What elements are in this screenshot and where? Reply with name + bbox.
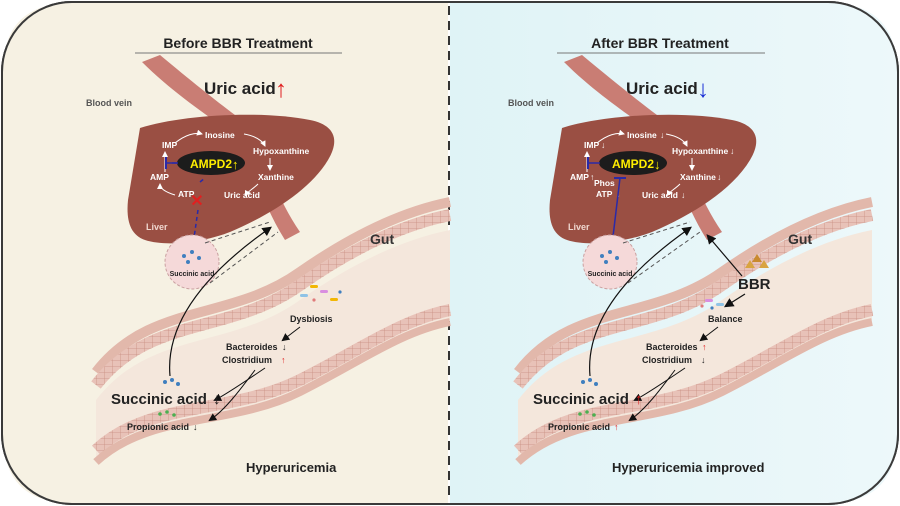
liver-label: Liver [146,222,168,232]
inosine-label: Inosine [205,130,235,140]
propionic-dots [578,410,596,417]
hyperuricemia-improved-label: Hyperuricemia improved [612,460,765,475]
hypoxanthine-down: ↓ [730,146,734,156]
phos-label: Phos [594,178,615,188]
propionic-label: Propionic acid [127,422,189,432]
gut-label: Gut [788,231,812,247]
blood-vein-upper [142,55,235,125]
block-x-icon: ✕ [190,193,203,210]
succinic-small-label: Succinic acid [170,271,215,278]
ampd2-label: AMPD2 [190,157,232,171]
succinic-to-liver-arrow [169,226,272,377]
pathway-uric-acid-down: ↓ [681,190,685,200]
bacteroides-down: ↓ [282,342,287,352]
bbr-to-gut-arrow [723,293,746,308]
imp-down: ↓ [601,140,605,150]
xanthine-label: Xanthine [680,172,716,182]
gut-wall-bottom [91,304,452,455]
ampd2-enzyme [599,151,667,175]
bacteroides-up: ↑ [702,342,707,352]
propionic-dots [158,410,176,417]
uric-acid-title: Uric acid [626,79,698,98]
inhibition-line [611,177,621,246]
gut-wall-top [92,197,451,376]
inosine-down: ↓ [660,130,664,140]
clostridium-label: Clostridium [642,355,692,365]
amp-label: AMP [150,172,169,182]
bbr-triangles-icon [745,254,769,268]
imp-label: IMP [162,140,177,150]
succinic-circle [582,234,638,290]
propionic-label: Propionic acid [548,422,610,432]
zoom-guide-lines [204,221,279,284]
amp-label: AMP [570,172,589,182]
before-panel: Before BBR Treatment Gut Blood vein Uric… [86,35,452,475]
atp-label: ATP [178,189,195,199]
bbr-label: BBR [738,276,771,293]
propionic-up: ↑ [614,422,619,432]
succinic-big-label: Succinic acid [533,391,629,408]
atp-label: ATP [596,189,613,199]
propionic-down: ↓ [193,422,198,432]
ampd2-up-arrow: ↑ [232,157,239,172]
succinic-to-liver-arrow [589,226,692,377]
ampd2-enzyme [177,151,245,175]
hypoxanthine-label: Hypoxanthine [253,146,309,156]
after-title: After BBR Treatment [591,35,729,51]
succinic-big-up: ↑ [635,391,643,408]
succinic-dots [163,378,180,386]
clostridium-up: ↑ [281,355,286,365]
uric-acid-title: Uric acid [204,79,276,98]
before-panel-bg [3,3,448,503]
liver-shape [127,114,335,244]
hypoxanthine-label: Hypoxanthine [672,146,728,156]
after-panel: After BBR Treatment Gut Blood vein Uric … [508,35,874,475]
bacteroides-label: Bacteroides [226,342,278,352]
bbr-to-vein-arrow [706,234,743,277]
balance-bacteria-icon [700,299,724,310]
ampd2-label: AMPD2 [612,157,654,171]
bacteroides-label: Bacteroides [646,342,698,352]
uric-acid-down-arrow: ↓ [697,76,709,103]
gut-lumen [518,230,872,460]
liver-label: Liver [568,222,590,232]
imp-label: IMP [584,140,599,150]
gut-lumen [96,230,450,460]
xanthine-down: ↓ [717,172,721,182]
xanthine-label: Xanthine [258,172,294,182]
liver-shape [549,114,757,244]
succinic-dots [581,378,598,386]
clostridium-down: ↓ [701,355,706,365]
dysbiosis-bacteria-icon [300,285,342,302]
gut-label: Gut [370,231,394,247]
uric-acid-up-arrow: ↑ [275,76,287,103]
ampd2-down-arrow: ↓ [654,157,661,172]
pathway-uric-acid-label: Uric acid [224,190,260,200]
clostridium-label: Clostridium [222,355,272,365]
succinic-big-down: ↓ [213,391,221,408]
succinic-circle [164,234,220,290]
blood-vein-label: Blood vein [86,98,132,108]
pathway-uric-acid-label: Uric acid [642,190,678,200]
dysbiosis-label: Dysbiosis [290,314,333,324]
succinic-small-label: Succinic acid [588,271,633,278]
inosine-label: Inosine [627,130,657,140]
amp-up: ↑ [590,172,594,182]
balance-label: Balance [708,314,743,324]
succinic-big-label: Succinic acid [111,391,207,408]
blood-vein-label: Blood vein [508,98,554,108]
before-title: Before BBR Treatment [163,35,313,51]
hyperuricemia-label: Hyperuricemia [246,460,337,475]
